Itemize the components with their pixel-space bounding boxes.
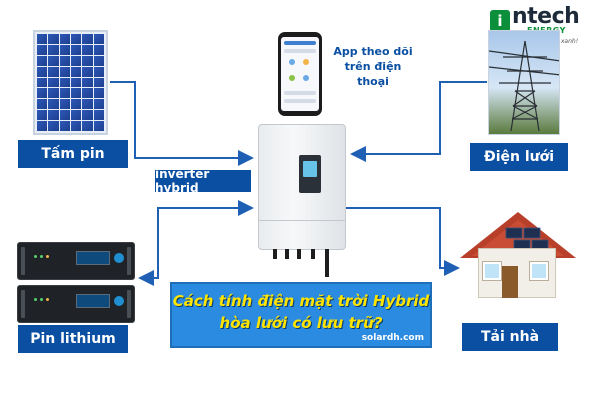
solar-cell bbox=[93, 121, 104, 131]
question-line1: Cách tính điện mặt trời Hybrid bbox=[172, 292, 430, 310]
solar-cell bbox=[93, 44, 104, 55]
solar-cell bbox=[59, 110, 70, 121]
solar-cell bbox=[93, 88, 104, 99]
solar-cell bbox=[48, 110, 59, 121]
inverter-label: inverter hybrid bbox=[155, 167, 251, 195]
solar-cell bbox=[59, 77, 70, 88]
site-url: solardh.com bbox=[361, 333, 424, 343]
solar-cell bbox=[93, 55, 104, 66]
power-tower-icon bbox=[488, 30, 560, 135]
battery-icon bbox=[17, 242, 135, 280]
solar-cell bbox=[48, 99, 59, 110]
solar-cell bbox=[70, 99, 82, 110]
arrow-battery-to-inverter bbox=[157, 200, 254, 218]
arrow-inverter-to-battery bbox=[138, 207, 250, 286]
solar-cell bbox=[93, 66, 104, 77]
solar-cell bbox=[82, 66, 93, 77]
solar-cell bbox=[93, 34, 104, 44]
solar-cell bbox=[37, 44, 48, 55]
app-monitoring-text: App theo dõi trên điện thoại bbox=[328, 44, 418, 89]
solar-cell bbox=[70, 34, 82, 44]
solar-cell bbox=[70, 121, 82, 131]
app-text-line1: App theo dõi bbox=[333, 45, 413, 58]
solar-cell bbox=[59, 121, 70, 131]
solar-cell bbox=[82, 99, 93, 110]
solar-cell bbox=[59, 44, 70, 55]
home-load-label: Tải nhà bbox=[462, 323, 558, 351]
solar-cell bbox=[82, 55, 93, 66]
arrow-grid-to-inverter bbox=[350, 81, 487, 162]
solar-cell bbox=[93, 99, 104, 110]
solar-cell bbox=[82, 110, 93, 121]
arrow-inverter-to-home bbox=[346, 207, 460, 276]
solar-cell bbox=[37, 77, 48, 88]
solar-cell bbox=[93, 110, 104, 121]
solar-cell bbox=[82, 88, 93, 99]
solar-cell bbox=[70, 88, 82, 99]
solar-cell bbox=[59, 88, 70, 99]
battery-label: Pin lithium bbox=[18, 325, 128, 353]
solar-cell bbox=[93, 77, 104, 88]
solar-cell bbox=[59, 55, 70, 66]
solar-cell bbox=[70, 66, 82, 77]
logo-badge: i bbox=[490, 10, 510, 32]
solar-cell bbox=[37, 110, 48, 121]
solar-cell bbox=[70, 44, 82, 55]
inverter-icon bbox=[258, 124, 346, 277]
solar-cell bbox=[59, 66, 70, 77]
solar-panel-icon bbox=[33, 30, 108, 135]
grid-label: Điện lưới bbox=[470, 143, 568, 171]
solar-cell bbox=[48, 55, 59, 66]
house-window bbox=[530, 262, 548, 280]
solar-cell bbox=[48, 34, 59, 44]
question-banner: Cách tính điện mặt trời Hybrid hòa lưới … bbox=[170, 282, 432, 348]
solar-cell bbox=[82, 121, 93, 131]
solar-cell bbox=[70, 55, 82, 66]
house-window bbox=[483, 262, 501, 280]
arrow-solar-to-inverter bbox=[110, 81, 254, 166]
solar-cell bbox=[37, 88, 48, 99]
solar-cell bbox=[70, 77, 82, 88]
solar-cell bbox=[48, 88, 59, 99]
solar-cell bbox=[82, 34, 93, 44]
battery-icon bbox=[17, 285, 135, 323]
solar-cell bbox=[82, 77, 93, 88]
smartphone-icon bbox=[278, 32, 322, 116]
solar-cell bbox=[48, 44, 59, 55]
app-text-line2: trên điện thoại bbox=[344, 60, 402, 88]
solar-cell bbox=[59, 34, 70, 44]
solar-cell bbox=[48, 66, 59, 77]
question-line2: hòa lưới có lưu trữ? bbox=[219, 314, 383, 332]
solar-cell bbox=[48, 121, 59, 131]
solar-cell bbox=[37, 66, 48, 77]
solar-cell bbox=[37, 99, 48, 110]
solar-cell bbox=[70, 110, 82, 121]
solar-panel-label: Tấm pin bbox=[18, 140, 128, 168]
solar-cell bbox=[59, 99, 70, 110]
solar-cell bbox=[37, 55, 48, 66]
solar-cell bbox=[48, 77, 59, 88]
house-icon bbox=[460, 212, 576, 258]
house-door bbox=[502, 266, 518, 298]
solar-cell bbox=[82, 44, 93, 55]
solar-cell bbox=[37, 121, 48, 131]
inverter-display bbox=[299, 155, 321, 193]
logo-name: ntech bbox=[512, 4, 580, 29]
solar-cell bbox=[37, 34, 48, 44]
